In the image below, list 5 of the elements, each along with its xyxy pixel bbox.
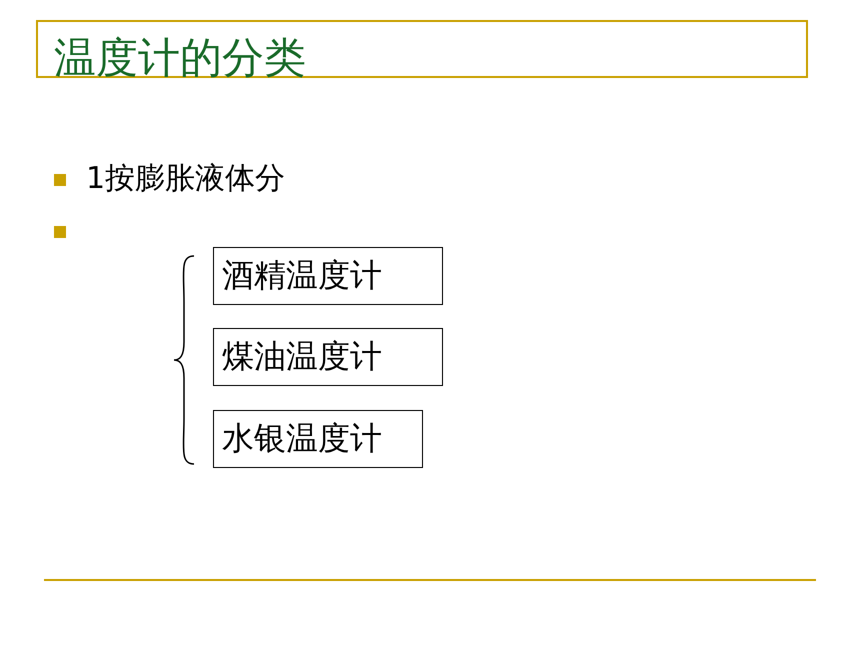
category-box: 酒精温度计 (213, 247, 443, 305)
category-box: 煤油温度计 (213, 328, 443, 386)
title: 温度计的分类 (54, 32, 306, 84)
bullet-text: 1按膨胀液体分 (86, 160, 286, 198)
category-box: 水银温度计 (213, 410, 423, 468)
